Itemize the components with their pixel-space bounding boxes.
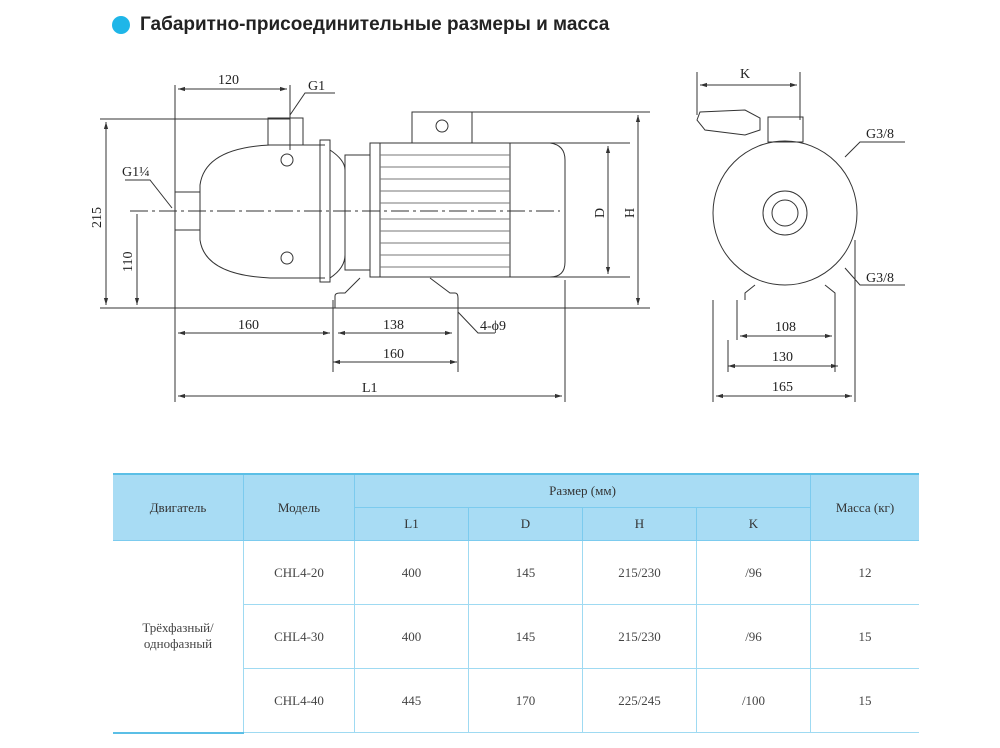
end-view [696, 72, 905, 402]
dim-120: 120 [218, 73, 239, 88]
cell-l1: 445 [354, 668, 469, 733]
table-row: CHL4-30 400 145 215/230 /96 15 [113, 604, 919, 669]
header-h: H [582, 507, 697, 541]
header-model: Модель [243, 473, 355, 541]
header-l1: L1 [354, 507, 469, 541]
header-motor: Двигатель [113, 473, 244, 541]
dim-110: 110 [121, 252, 136, 272]
table-row: Трёхфазный/ однофазный CHL4-20 400 145 2… [113, 540, 919, 734]
dim-160-left: 160 [238, 318, 259, 333]
label-g3-8-bottom: G3/8 [866, 271, 894, 286]
cell-h: 215/230 [582, 540, 697, 605]
label-g3-8-top: G3/8 [866, 127, 894, 142]
dim-130: 130 [772, 350, 793, 365]
side-view [100, 85, 650, 402]
motor-type: Трёхфазный/ однофазный [113, 540, 244, 734]
dim-138: 138 [383, 318, 404, 333]
dim-160-base: 160 [383, 347, 404, 362]
dim-l1: L1 [362, 381, 378, 396]
cell-k: /96 [696, 540, 811, 605]
cell-h: 215/230 [582, 604, 697, 669]
cell-mass: 15 [810, 668, 919, 733]
cell-k: /100 [696, 668, 811, 733]
header-size: Размер (мм) [354, 473, 811, 508]
header-d: D [468, 507, 583, 541]
dim-108: 108 [775, 320, 796, 335]
dim-165: 165 [772, 380, 793, 395]
cell-d: 145 [468, 604, 583, 669]
cell-l1: 400 [354, 540, 469, 605]
bullet-icon [112, 16, 130, 34]
cell-model: CHL4-40 [243, 668, 355, 733]
cell-model: CHL4-20 [243, 540, 355, 605]
dim-d: D [593, 208, 608, 218]
label-g1-1-4: G1¼ [122, 165, 150, 180]
label-holes: 4-ϕ9 [480, 319, 506, 334]
section-title: Габаритно-присоединительные размеры и ма… [112, 14, 609, 36]
dimensions-table: Двигатель Модель Размер (мм) Масса (кг) … [113, 473, 919, 734]
cell-h: 225/245 [582, 668, 697, 733]
dim-215: 215 [90, 207, 105, 228]
dim-k: K [740, 67, 750, 82]
label-g1: G1 [308, 79, 325, 94]
dim-h: H [623, 208, 638, 218]
cell-mass: 12 [810, 540, 919, 605]
table-row: CHL4-40 445 170 225/245 /100 15 [113, 668, 919, 733]
header-k: K [696, 507, 811, 541]
title-text: Габаритно-присоединительные размеры и ма… [140, 14, 610, 35]
cell-model: CHL4-30 [243, 604, 355, 669]
cell-mass: 15 [810, 604, 919, 669]
cell-d: 145 [468, 540, 583, 605]
cell-d: 170 [468, 668, 583, 733]
cell-k: /96 [696, 604, 811, 669]
cell-l1: 400 [354, 604, 469, 669]
header-mass: Масса (кг) [810, 473, 919, 541]
dimension-drawing: 120 G1 G1¼ 215 110 160 138 160 4-ϕ9 L1 D… [90, 67, 905, 402]
